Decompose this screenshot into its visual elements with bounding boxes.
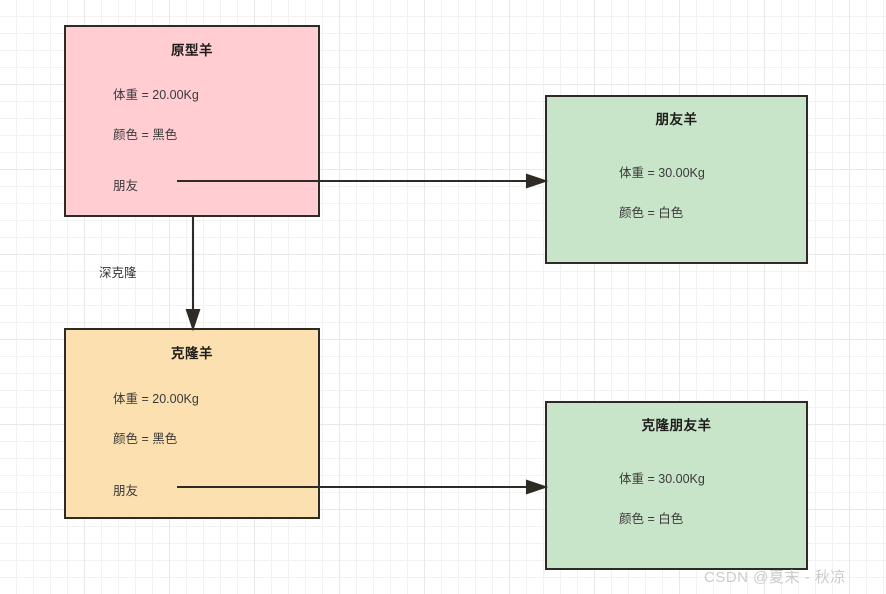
arrowhead-icon bbox=[185, 308, 201, 332]
node-prototype-sheep-field-color: 颜色 = 黑色 bbox=[113, 128, 178, 142]
node-friend-sheep[interactable]: 朋友羊 体重 = 30.00Kg 颜色 = 白色 bbox=[545, 95, 808, 264]
node-clone-sheep-field-friend: 朋友 bbox=[113, 484, 139, 498]
node-prototype-sheep-title: 原型羊 bbox=[171, 43, 213, 58]
node-clone-friend-sheep-field-color: 颜色 = 白色 bbox=[619, 512, 684, 526]
node-prototype-sheep-field-weight: 体重 = 20.00Kg bbox=[113, 88, 199, 102]
arrowhead-icon bbox=[525, 173, 549, 189]
arrowhead-icon bbox=[525, 479, 549, 495]
node-prototype-sheep[interactable]: 原型羊 体重 = 20.00Kg 颜色 = 黑色 朋友 bbox=[64, 25, 320, 217]
node-clone-friend-sheep[interactable]: 克隆朋友羊 体重 = 30.00Kg 颜色 = 白色 bbox=[545, 401, 808, 570]
node-friend-sheep-title: 朋友羊 bbox=[655, 112, 698, 127]
node-clone-sheep-field-weight: 体重 = 20.00Kg bbox=[113, 392, 199, 406]
node-clone-sheep-field-color: 颜色 = 黑色 bbox=[113, 432, 178, 446]
edge-prototype-to-clone-label: 深克隆 bbox=[99, 266, 137, 280]
node-friend-sheep-field-color: 颜色 = 白色 bbox=[619, 206, 684, 220]
watermark: CSDN @夏末 - 秋凉 bbox=[704, 569, 846, 586]
node-friend-sheep-field-weight: 体重 = 30.00Kg bbox=[619, 166, 705, 180]
node-clone-sheep-title: 克隆羊 bbox=[171, 346, 213, 361]
node-clone-friend-sheep-field-weight: 体重 = 30.00Kg bbox=[619, 472, 705, 486]
node-prototype-sheep-field-friend: 朋友 bbox=[113, 179, 139, 193]
node-clone-friend-sheep-title: 克隆朋友羊 bbox=[641, 418, 712, 433]
